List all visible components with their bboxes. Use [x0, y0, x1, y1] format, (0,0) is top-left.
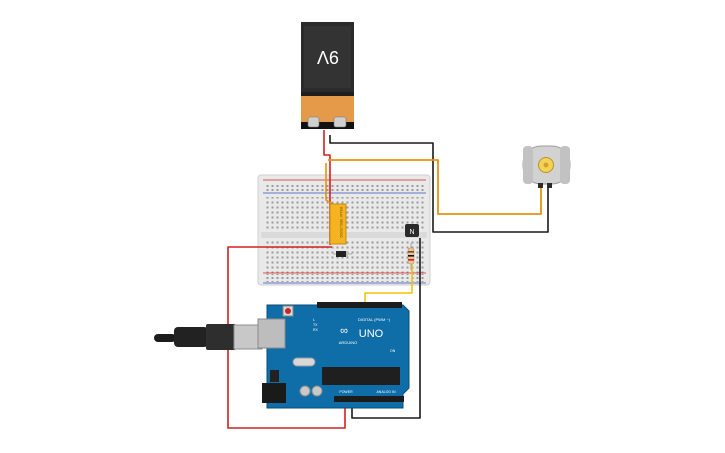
arduino-model: UNO	[359, 328, 384, 340]
usb-cable[interactable]	[154, 324, 263, 350]
relay[interactable]: RELAY SRD-05VDC	[329, 203, 347, 245]
wire-yellow-signal	[364, 264, 413, 308]
wire-orange-motor	[328, 159, 542, 215]
arduino-logo: ∞	[340, 325, 348, 337]
power-analog-header	[334, 396, 404, 402]
transistor-label: N	[409, 229, 414, 236]
digital-label: DIGITAL (PWM ~)	[358, 317, 391, 322]
l-label: L	[313, 318, 315, 322]
wire-red-5v	[227, 246, 346, 429]
battery-label: 9V	[317, 47, 339, 67]
on-label: ON	[390, 349, 396, 353]
dc-motor[interactable]	[522, 145, 571, 188]
arduino-uno[interactable]: ∞ UNO ARDUINO DIGITAL (PWM ~) POWER ANAL…	[257, 302, 410, 409]
wires	[227, 130, 549, 429]
wire-black-motor	[329, 135, 549, 233]
rx-label: RX	[313, 328, 319, 332]
tx-label: TX	[313, 323, 318, 327]
wire-battery-positive	[323, 130, 331, 245]
power-label: POWER	[339, 390, 353, 394]
relay-label: RELAY SRD-05VDC	[339, 207, 343, 239]
arduino-brand: ARDUINO	[339, 340, 357, 345]
wire-black-ground	[351, 238, 421, 419]
diode[interactable]	[333, 251, 352, 257]
usb-port	[257, 318, 286, 349]
power-jack	[262, 383, 286, 403]
transistor[interactable]: N	[405, 224, 419, 237]
atmega-chip	[322, 367, 400, 385]
analog-label: ANALOG IN	[376, 390, 396, 394]
crystal	[292, 357, 316, 367]
resistor[interactable]	[407, 243, 415, 270]
digital-header	[317, 302, 402, 308]
battery-9v[interactable]: 9V	[301, 22, 354, 129]
